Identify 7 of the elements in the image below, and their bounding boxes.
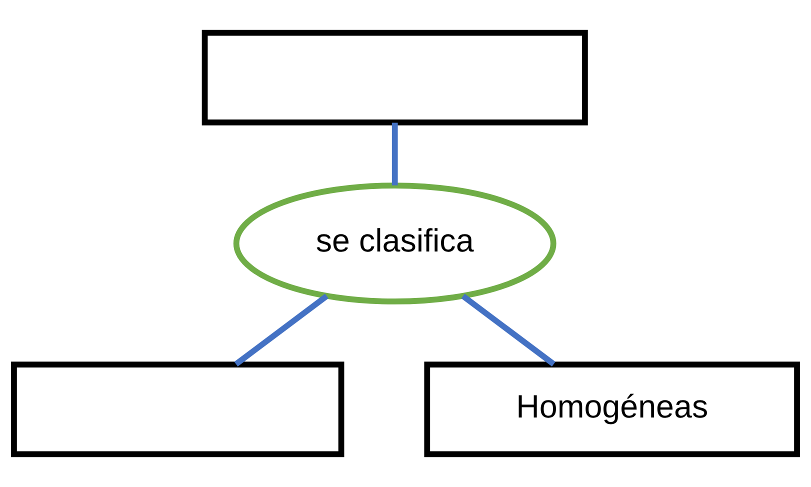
- connector: [234, 294, 328, 366]
- connector: [392, 122, 398, 186]
- node-box: [11, 362, 344, 458]
- node-box: Homogéneas: [424, 362, 800, 458]
- node-ellipse: se clasifica: [233, 182, 556, 304]
- connector: [461, 294, 556, 366]
- node-box: [202, 30, 588, 126]
